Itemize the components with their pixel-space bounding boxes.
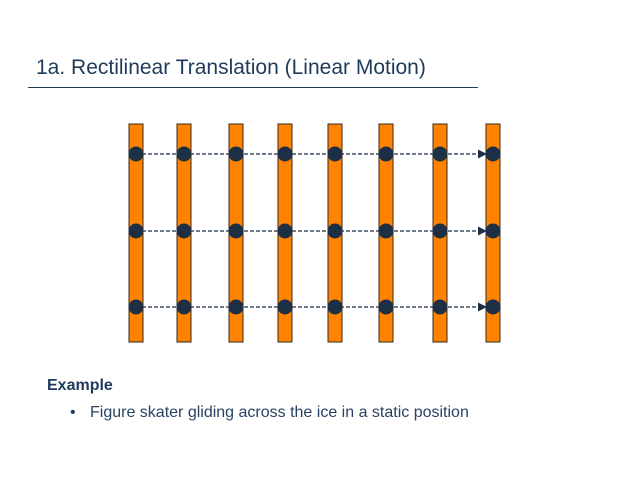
title-underline xyxy=(28,87,478,88)
reference-point-dot xyxy=(128,223,144,239)
reference-point-dot xyxy=(378,146,394,162)
slide-title: 1a. Rectilinear Translation (Linear Moti… xyxy=(36,56,426,79)
example-heading: Example xyxy=(47,377,113,394)
reference-point-dot xyxy=(228,299,244,315)
example-list: • Figure skater gliding across the ice in… xyxy=(70,404,469,422)
reference-point-dot xyxy=(378,299,394,315)
reference-point-dot xyxy=(327,223,343,239)
reference-point-dot xyxy=(277,299,293,315)
reference-point-dot xyxy=(228,223,244,239)
reference-point-dot xyxy=(432,146,448,162)
reference-point-dot xyxy=(378,223,394,239)
reference-point-dot xyxy=(485,146,501,162)
reference-point-dot xyxy=(327,299,343,315)
reference-point-dot xyxy=(432,299,448,315)
reference-point-dot xyxy=(128,299,144,315)
reference-point-dot xyxy=(128,146,144,162)
reference-point-dot xyxy=(277,223,293,239)
reference-point-dot xyxy=(485,223,501,239)
reference-point-dot xyxy=(485,299,501,315)
reference-point-dot xyxy=(228,146,244,162)
example-item: • Figure skater gliding across the ice in… xyxy=(70,404,469,422)
reference-point-dot xyxy=(432,223,448,239)
reference-point-dot xyxy=(176,146,192,162)
bullet-icon: • xyxy=(70,404,76,421)
reference-point-dot xyxy=(176,223,192,239)
example-item-text: Figure skater gliding across the ice in … xyxy=(90,404,469,421)
reference-point-dot xyxy=(327,146,343,162)
reference-point-dot xyxy=(277,146,293,162)
reference-point-dot xyxy=(176,299,192,315)
